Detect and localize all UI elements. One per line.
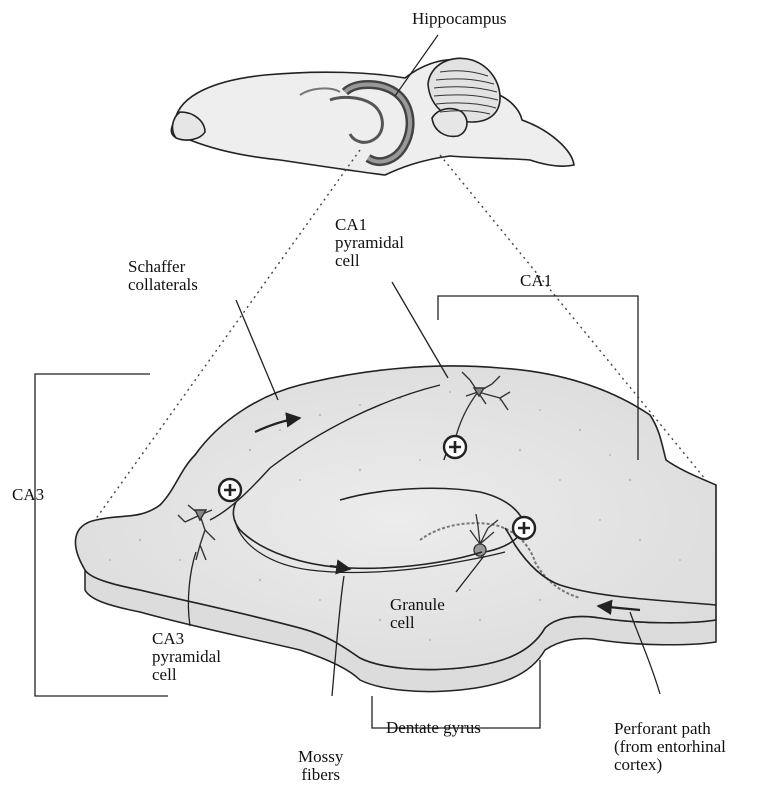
label-granule-line2: cell — [390, 614, 445, 632]
label-perforant-path: Perforant path (from entorhinal cortex) — [614, 720, 726, 774]
label-schaffer-collaterals: Schaffer collaterals — [128, 258, 198, 294]
label-ca3: CA3 — [12, 486, 44, 504]
label-granule-line1: Granule — [390, 596, 445, 614]
label-ca1-pyramidal-cell-line2: pyramidal — [335, 234, 404, 252]
ca1-synapse-plus — [444, 436, 466, 458]
label-ca3-pyramidal-line3: cell — [152, 666, 221, 684]
label-mossy-line1: Mossy — [298, 748, 343, 766]
label-ca1: CA1 — [520, 272, 552, 290]
label-granule-cell: Granule cell — [390, 596, 445, 632]
label-ca3-pyramidal-line1: CA3 — [152, 630, 221, 648]
label-ca1-pyramidal-cell-line3: cell — [335, 252, 404, 270]
granule-synapse-plus — [513, 517, 535, 539]
label-schaffer-line1: Schaffer — [128, 258, 198, 276]
ca3-synapse-plus — [219, 479, 241, 501]
label-mossy-fibers: Mossy fibers — [298, 748, 343, 784]
label-ca3-pyramidal-line2: pyramidal — [152, 648, 221, 666]
label-ca3-pyramidal-cell: CA3 pyramidal cell — [152, 630, 221, 684]
label-ca1-pyramidal-cell-line1: CA1 — [335, 216, 404, 234]
label-dentate-gyrus: Dentate gyrus — [386, 719, 481, 737]
label-hippocampus: Hippocampus — [412, 10, 506, 28]
label-schaffer-line2: collaterals — [128, 276, 198, 294]
label-perforant-line1: Perforant path — [614, 720, 726, 738]
label-mossy-line2: fibers — [298, 766, 343, 784]
label-perforant-line3: cortex) — [614, 756, 726, 774]
label-perforant-line2: (from entorhinal — [614, 738, 726, 756]
label-ca1-pyramidal-cell: CA1 pyramidal cell — [335, 216, 404, 270]
